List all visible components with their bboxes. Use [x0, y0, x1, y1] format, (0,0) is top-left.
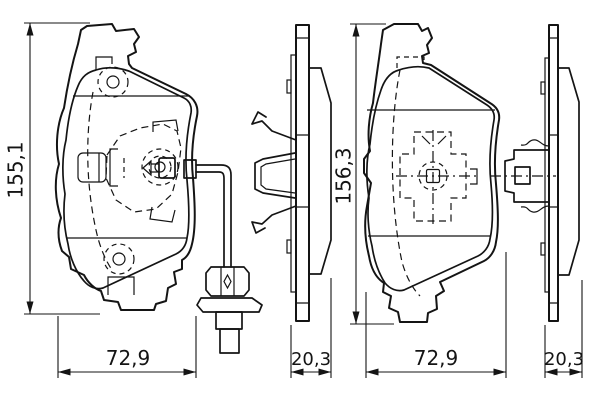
right-pad-shim-cross-outline [399, 131, 467, 222]
sensor-junction-block [183, 159, 197, 179]
side2-spring-arm-upper [520, 139, 550, 147]
right-pad-center-square [425, 168, 441, 184]
side1-backplate-ticks [296, 37, 309, 304]
side2-shim-strip [544, 57, 550, 293]
left-pad-friction-outline [62, 66, 193, 290]
left-pad-piston-contact-outline [105, 123, 182, 213]
right-pad-friction-outline [366, 65, 496, 292]
sensor-neck-lines [151, 163, 159, 173]
side2-spring-arm-lower [520, 205, 550, 213]
right-pad-side-bracket [470, 168, 478, 185]
left-pad-clip-body [77, 152, 107, 183]
right-pad-backplate-outline [363, 23, 501, 323]
dimension-right-pad-thickness: 20,3 [544, 280, 584, 378]
dimension-right-pad-width: 72,9 [365, 252, 507, 378]
sensor-tip [142, 159, 152, 177]
sensor-body [158, 157, 176, 179]
connector-grommet-ribs [220, 267, 235, 296]
dimension-left-pad-height: 155,1 [4, 22, 100, 315]
side1-spring-arm-lower [251, 205, 297, 234]
dimension-right-pad-height: 156,3 [332, 23, 394, 325]
left-pad-clip-bracket [109, 148, 118, 187]
connector-grommet [205, 266, 250, 297]
sensor-wire-inner [195, 171, 225, 268]
right-pad-side-view [490, 24, 580, 322]
side1-spring-arm-upper [251, 111, 297, 141]
side1-clip-pocket-outer [254, 152, 296, 199]
left-pad-center-circle-outer [141, 148, 179, 186]
side1-shim-strip [290, 54, 297, 293]
dim-label-left-thickness: 20,3 [291, 349, 331, 370]
left-pad-lower-rivet-circle [103, 243, 135, 275]
dim-label-left-height: 155,1 [4, 141, 28, 198]
right-pad-hidden-edge-line [391, 69, 421, 297]
right-pad-shim-corner-hooks [421, 135, 447, 145]
side1-backplate [295, 24, 310, 322]
dim-label-right-height: 156,3 [332, 147, 356, 204]
left-pad-piston-bottom-tab [149, 206, 176, 223]
wear-sensor-assembly [142, 157, 263, 354]
dimension-left-pad-thickness: 20,3 [290, 278, 332, 378]
side1-shim-bump-lower [286, 239, 292, 254]
left-pad-top-tab-detail [95, 56, 113, 70]
side2-shim-bump-upper [540, 81, 546, 95]
side1-shim-bump-upper [286, 79, 292, 94]
side2-backplate-ticks [549, 37, 558, 304]
left-pad-piston-top-tab [152, 119, 179, 132]
left-pad-side-view [251, 24, 332, 322]
dimension-left-pad-width: 72,9 [57, 316, 197, 378]
left-pad-front-view [54, 23, 199, 311]
connector-grommet-diamond [223, 273, 232, 290]
left-pad-upper-rivet-circle [97, 66, 129, 98]
side2-backplate [548, 24, 559, 322]
dim-label-left-width: 72,9 [106, 346, 151, 370]
dim-label-right-width: 72,9 [414, 346, 459, 370]
side1-clip-pocket-inner [260, 158, 296, 194]
sensor-wire-outer [195, 164, 232, 268]
right-pad-front-view [363, 23, 501, 323]
left-pad-center-circle-inner [154, 161, 166, 173]
connector-plug [219, 328, 240, 354]
connector-flange [196, 297, 263, 313]
left-pad-hidden-edge-line [87, 91, 113, 271]
side2-shim-bump-lower [540, 242, 546, 256]
left-pad-lower-rivet-center [112, 252, 126, 266]
right-pad-center-circle [418, 161, 448, 191]
left-pad-center-circle-mid [148, 155, 172, 179]
left-pad-bottom-lug-detail [107, 276, 135, 295]
left-pad-upper-rivet-center [106, 75, 120, 89]
dim-label-right-thickness: 20,3 [544, 349, 584, 370]
